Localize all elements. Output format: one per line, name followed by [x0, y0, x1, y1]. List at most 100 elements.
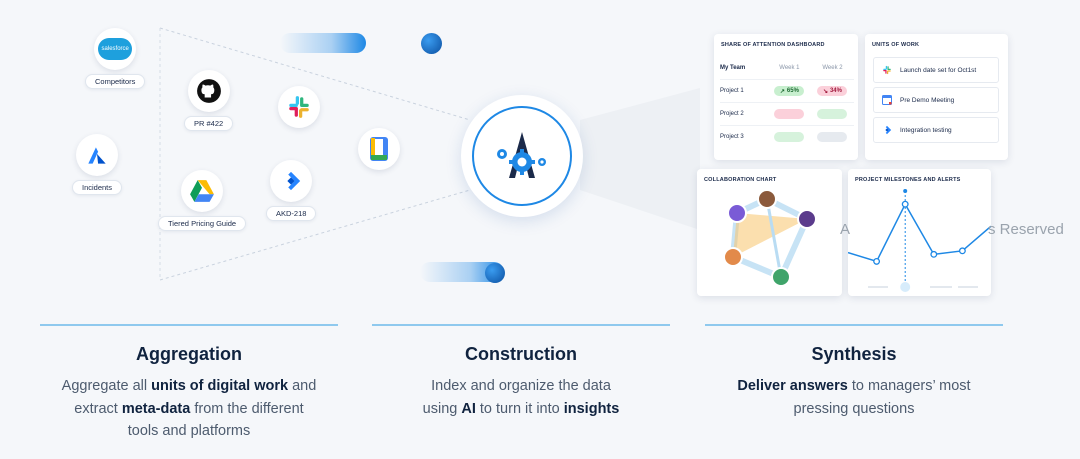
- source-label: Competitors: [85, 74, 146, 89]
- card-title: PROJECT MILESTONES AND ALERTS: [855, 177, 961, 183]
- collaboration-graph: [723, 189, 817, 287]
- google-calendar-icon: [882, 95, 892, 105]
- emphasis-text: insights: [563, 400, 620, 417]
- milestone-series-line: [848, 202, 991, 263]
- jira-icon: [882, 125, 892, 135]
- source-jira[interactable]: AKD-218: [266, 160, 317, 221]
- description-text: extract: [74, 400, 122, 417]
- table-row[interactable]: Project 3: [720, 125, 854, 148]
- description-text: and: [288, 378, 317, 394]
- team-member-avatar: [797, 209, 817, 229]
- milestones-card[interactable]: PROJECT MILESTONES AND ALERTS: [848, 169, 991, 296]
- description-text: tools and platforms: [127, 423, 251, 439]
- trend-up-icon: ↗: [779, 88, 785, 95]
- card-title: SHARE OF ATTENTION DASHBOARD: [721, 42, 825, 48]
- source-label: Tiered Pricing Guide: [158, 216, 247, 231]
- trend-down-chip: ↘34%: [817, 86, 848, 96]
- construction-hub: [461, 95, 583, 217]
- description-text: to managers’ most: [847, 378, 971, 394]
- source-slack[interactable]: [278, 86, 320, 128]
- milestone-top-marker: [903, 189, 908, 193]
- status-chip: [817, 109, 848, 119]
- column-description: Index and organize the data using AI to t…: [372, 375, 670, 420]
- project-name: Project 2: [720, 111, 744, 117]
- overlay-text: A: [840, 221, 851, 238]
- jira-icon: [270, 160, 313, 202]
- table-header: My Team Week 1 Week 2: [720, 56, 854, 79]
- status-chip: [774, 132, 805, 142]
- description-text: Aggregate all: [61, 378, 152, 394]
- google-drive-icon: [181, 170, 224, 212]
- emphasis-text: units of digital work: [151, 378, 289, 394]
- milestone-point: [958, 247, 966, 255]
- source-atlassian[interactable]: Incidents: [72, 134, 123, 195]
- data-streak: [420, 262, 504, 282]
- emphasis-text: Deliver answers: [737, 378, 848, 394]
- column-title: Aggregation: [136, 344, 242, 364]
- status-chip: [817, 132, 848, 142]
- week2-value: 34%: [829, 88, 842, 94]
- divider-line: [40, 324, 338, 326]
- description-text: using: [422, 400, 462, 417]
- description-line: tools and platforms: [40, 420, 338, 443]
- hub-logo-icon: [472, 106, 572, 206]
- team-member-avatar: [727, 203, 747, 223]
- description-text: Index and organize the data: [431, 378, 611, 394]
- description-line: Deliver answers to managers’ most: [705, 375, 1003, 398]
- description-line: extract meta-data from the different: [40, 398, 338, 421]
- description-line: Aggregate all units of digital work and: [40, 375, 338, 398]
- week1-value: 65%: [786, 88, 799, 94]
- divider-line: [372, 324, 670, 326]
- data-dot: [421, 33, 442, 54]
- work-item-label: Pre Demo Meeting: [900, 96, 955, 104]
- overlay-text: s Reserved: [988, 221, 1064, 238]
- column-title: Synthesis: [811, 344, 897, 364]
- description-text: from the different: [190, 400, 304, 417]
- card-title: COLLABORATION CHART: [704, 177, 777, 183]
- description-text: pressing questions: [793, 400, 915, 417]
- emphasis-text: AI: [461, 400, 476, 417]
- milestone-point: [930, 250, 938, 258]
- units-of-work-card[interactable]: UNITS OF WORK Launch date set for Oct1st…: [865, 34, 1008, 160]
- salesforce-icon: salesforce: [94, 28, 137, 70]
- atlassian-icon: [76, 134, 119, 176]
- connector-lines: [159, 27, 471, 281]
- description-line: pressing questions: [705, 398, 1003, 421]
- column-header: Week 1: [779, 64, 800, 71]
- aggregation-column: Aggregation Aggregate all units of digit…: [40, 324, 338, 443]
- construction-column: Construction Index and organize the data…: [372, 324, 670, 420]
- google-docs-icon: [358, 128, 400, 170]
- source-label: AKD-218: [266, 206, 317, 221]
- milestones-line-chart: [848, 189, 991, 292]
- work-item-label: Integration testing: [900, 126, 952, 134]
- table-row[interactable]: Project 1 ↗65% ↘34%: [720, 79, 854, 102]
- work-item[interactable]: Integration testing: [873, 117, 999, 143]
- divider-line: [705, 324, 1003, 326]
- column-description: Deliver answers to managers’ most pressin…: [705, 375, 1003, 420]
- column-title: Construction: [465, 344, 577, 364]
- trend-down-icon: ↘: [822, 88, 828, 95]
- card-title: UNITS OF WORK: [872, 42, 920, 48]
- synthesis-column: Synthesis Deliver answers to managers’ m…: [705, 324, 1003, 420]
- collaboration-chart-card[interactable]: COLLABORATION CHART: [697, 169, 842, 296]
- share-of-attention-card[interactable]: SHARE OF ATTENTION DASHBOARD My Team Wee…: [714, 34, 858, 160]
- source-github[interactable]: PR #422: [184, 70, 234, 131]
- project-name: Project 3: [720, 134, 744, 140]
- work-item[interactable]: Pre Demo Meeting: [873, 87, 999, 113]
- milestone-point: [901, 200, 909, 208]
- source-google-drive[interactable]: Tiered Pricing Guide: [158, 170, 247, 231]
- github-icon: [187, 70, 230, 112]
- slack-icon: [882, 65, 892, 75]
- table-row[interactable]: Project 2: [720, 102, 854, 125]
- data-dot: [485, 263, 505, 283]
- source-salesforce[interactable]: salesforce Competitors: [85, 28, 146, 89]
- work-item-label: Launch date set for Oct1st: [900, 66, 977, 74]
- work-item[interactable]: Launch date set for Oct1st: [873, 57, 999, 83]
- attention-table: My Team Week 1 Week 2 Project 1 ↗65% ↘34…: [720, 56, 854, 148]
- source-google-docs[interactable]: [358, 128, 400, 170]
- status-chip: [774, 109, 805, 119]
- slack-icon: [278, 86, 320, 128]
- description-text: to turn it into: [475, 400, 564, 417]
- milestone-point: [873, 257, 881, 265]
